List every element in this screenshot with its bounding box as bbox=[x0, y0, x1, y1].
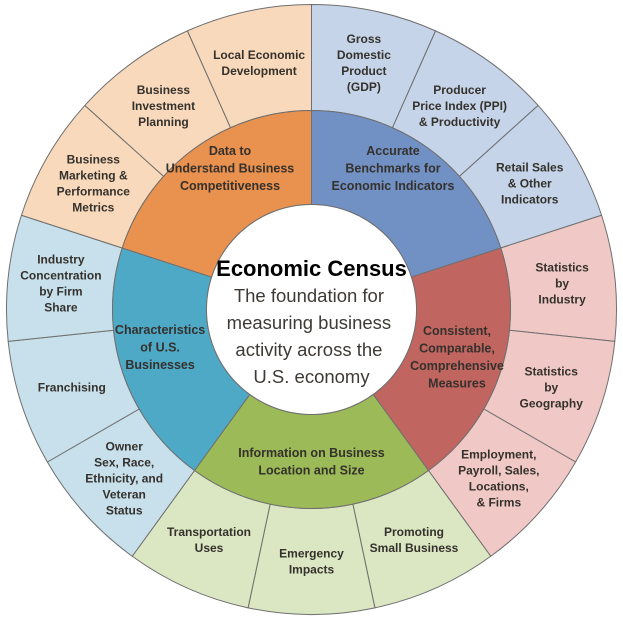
segment-label-line: Data to bbox=[209, 144, 252, 158]
segment-label-line: Business bbox=[137, 83, 191, 97]
segment-label-line: Emergency bbox=[279, 547, 344, 561]
segment-label-line: Share bbox=[44, 300, 78, 314]
segment-label-line: Accurate bbox=[366, 144, 420, 158]
center-subtitle-line: activity across the bbox=[235, 339, 382, 360]
segment-label-line: Ethnicity, and bbox=[85, 471, 163, 485]
segment-label-line: Retail Sales bbox=[496, 161, 564, 175]
segment-label-line: Characteristics bbox=[115, 323, 205, 337]
center-title-text: Economic Census bbox=[216, 256, 407, 281]
segment-label-line: Planning bbox=[138, 115, 189, 129]
center-circle bbox=[206, 204, 417, 415]
segment-label-line: Local Economic bbox=[213, 48, 305, 62]
segment-label-line: Transportation bbox=[167, 525, 251, 539]
segment-label-line: & Firms bbox=[476, 495, 521, 509]
segment-label-line: Development bbox=[221, 64, 296, 78]
segment-label-line: by bbox=[544, 381, 558, 395]
segment-label-line: Gross bbox=[347, 32, 382, 46]
segment-label-line: Competitiveness bbox=[180, 179, 280, 193]
segment-label-line: Investment bbox=[132, 99, 195, 113]
center-subtitle-line: The foundation for bbox=[234, 285, 384, 306]
segment-label-line: Sex, Race, bbox=[94, 455, 154, 469]
center-subtitle-line: measuring business bbox=[227, 312, 392, 333]
segment-label-line: Status bbox=[106, 503, 143, 517]
segment-label-line: Location and Size bbox=[258, 464, 364, 478]
segment-label-line: Economic Indicators bbox=[332, 179, 455, 193]
segment-label-line: of U.S. bbox=[140, 341, 180, 355]
segment-label-line: Understand Business bbox=[166, 162, 295, 176]
segment-label-line: Product bbox=[341, 64, 386, 78]
segment-label-line: Geography bbox=[520, 397, 584, 411]
center-subtitle: The foundation for measuring business ac… bbox=[227, 285, 397, 387]
segment-label-line: Industry bbox=[538, 292, 586, 306]
outer-segment-label-franchising: Franchising bbox=[38, 381, 106, 395]
segment-label-line: Uses bbox=[195, 541, 224, 555]
segment-label-line: Statistics bbox=[525, 365, 579, 379]
segment-label-line: Concentration bbox=[20, 268, 101, 282]
segment-label-line: Statistics bbox=[535, 260, 589, 274]
center-title: Economic Census bbox=[216, 256, 407, 281]
segment-label-line: Business bbox=[67, 153, 121, 167]
segment-label-line: Locations, bbox=[469, 479, 529, 493]
segment-label-line: Consistent, bbox=[423, 324, 491, 338]
segment-label-line: Benchmarks for bbox=[345, 162, 440, 176]
segment-label-line: Payroll, Sales, bbox=[458, 463, 539, 477]
segment-label-line: Performance bbox=[57, 185, 131, 199]
segment-label-line: & Productivity bbox=[419, 115, 501, 129]
segment-label-line: Veteran bbox=[103, 487, 146, 501]
segment-label-line: Impacts bbox=[289, 563, 335, 577]
segment-label-line: by Firm bbox=[39, 284, 82, 298]
segment-label-line: & Other bbox=[508, 177, 552, 191]
segment-label-line: by bbox=[555, 276, 569, 290]
inner-segment-label-characteristics-of-u-s-businesses: Characteristics of U.S. Businesses bbox=[115, 323, 205, 372]
segment-label-line: Price Index (PPI) bbox=[412, 99, 507, 113]
segment-label-line: Comparable, bbox=[419, 341, 495, 355]
segment-label-line: Metrics bbox=[72, 201, 114, 215]
segment-label-line: Marketing & bbox=[59, 169, 128, 183]
segment-label-line: Information on Business bbox=[238, 446, 385, 460]
outer-segment-label-employment-payroll-sales-locations-firms: Employment, Payroll, Sales, Locations, & Fi… bbox=[458, 447, 539, 509]
segment-label-line: Producer bbox=[433, 83, 486, 97]
segment-label-line: Industry bbox=[37, 252, 85, 266]
center-subtitle-line: U.S. economy bbox=[253, 366, 370, 387]
segment-label-line: Indicators bbox=[501, 193, 559, 207]
segment-label-line: Comprehensive bbox=[410, 359, 504, 373]
segment-label-line: Owner bbox=[106, 439, 144, 453]
segment-label-line: Employment, bbox=[461, 447, 536, 461]
segment-label-line: Domestic bbox=[337, 48, 391, 62]
segment-label-line: Promoting bbox=[384, 525, 444, 539]
segment-label-line: Measures bbox=[428, 376, 486, 390]
segment-label-line: Franchising bbox=[38, 381, 106, 395]
segment-label-line: (GDP) bbox=[347, 80, 381, 94]
segment-label-line: Small Business bbox=[370, 541, 459, 555]
segment-label-line: Businesses bbox=[125, 358, 195, 372]
